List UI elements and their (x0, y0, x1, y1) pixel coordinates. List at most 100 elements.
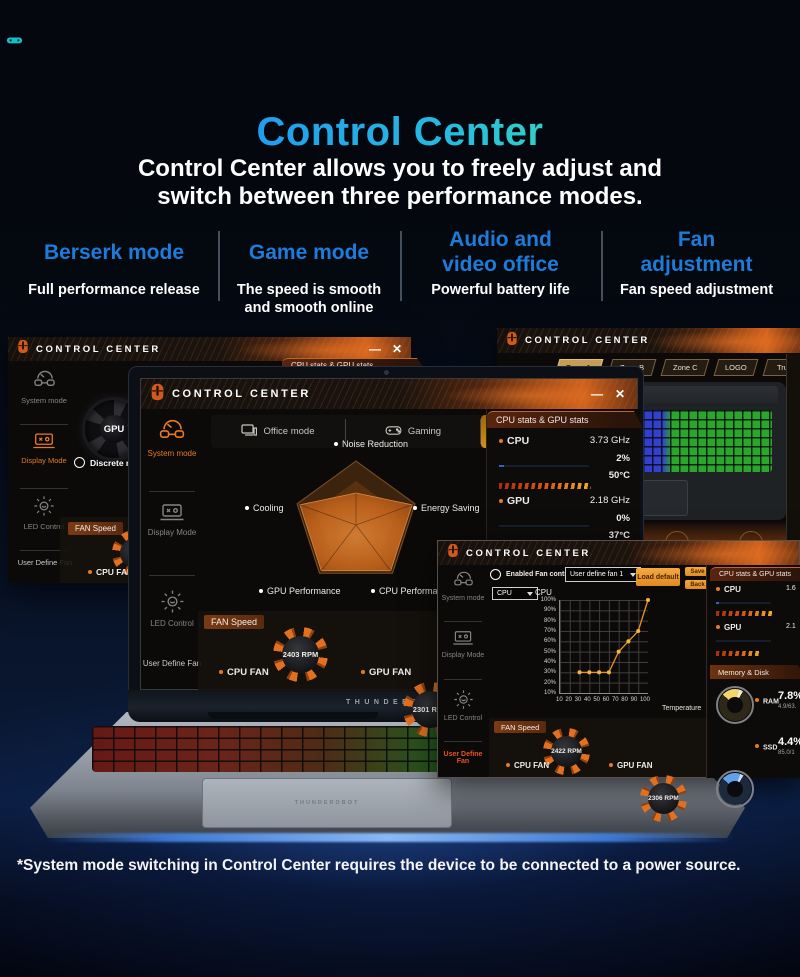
ssd-usage-value: 4.4% (778, 736, 800, 748)
ram-gauge (716, 686, 754, 724)
tick-label: 20% (543, 679, 556, 686)
tab-zone-c[interactable]: Zone C (660, 359, 710, 376)
gpu-fan-label: GPU FAN (361, 667, 411, 678)
sidebar-label: Display Mode (147, 528, 197, 537)
feature-divider-1 (218, 231, 220, 301)
gpu-fan-rpm: 2301 RPM (412, 705, 449, 714)
fan-curve-plot[interactable] (559, 597, 651, 694)
load-default-button[interactable]: Load default (636, 568, 680, 586)
system-mode-icon (157, 419, 187, 446)
sidebar-item-user-define-fan[interactable]: User Define Fan (443, 751, 483, 765)
tick-label: 100 (639, 697, 650, 703)
tick-label: 60% (543, 638, 556, 645)
tab-office-mode[interactable]: Office mode (211, 415, 345, 448)
trackpad-brand: THUNDEROBOT (294, 800, 360, 806)
discrete-mode-option[interactable]: Discrete mode (74, 457, 149, 468)
sidebar-divider (444, 741, 482, 742)
app-title: CONTROL CENTER (36, 343, 161, 355)
ram-label: RAM (755, 698, 779, 706)
tick-label: 70 (611, 697, 619, 703)
gpu-label: GPU (716, 623, 741, 632)
gpu-temperature: 37°C (608, 530, 630, 541)
helmet-logo-icon (447, 543, 459, 563)
cpu-fan-rpm: 2403 RPM (282, 650, 319, 659)
feature-audio-video-office: Audio and video office Powerful battery … (400, 226, 601, 299)
webcam-icon (384, 370, 389, 375)
app-title: CONTROL CENTER (525, 335, 650, 346)
gpu-frequency: 2.18 GHz (589, 495, 630, 506)
feature-desc: Powerful battery life (431, 282, 570, 298)
window-titlebar[interactable]: CONTROL CENTER — ✕ (8, 337, 411, 361)
sidebar-item-system-mode[interactable]: System mode (147, 419, 197, 458)
feature-title-line2: adjustment (640, 253, 753, 276)
sidebar-label: System mode (441, 595, 485, 602)
minimize-button[interactable]: — (369, 342, 381, 356)
tick-label: 40% (543, 658, 556, 665)
close-button[interactable]: ✕ (614, 387, 625, 401)
fan-profile-select[interactable]: User define fan 1 (565, 567, 641, 582)
cpu-temp-bar (499, 483, 591, 489)
save-button[interactable]: Save (685, 567, 710, 576)
sidebar-item-display-mode[interactable]: Display Mode (18, 432, 70, 465)
tick-label: 40 (583, 697, 591, 703)
sidebar-label: Display Mode (21, 456, 67, 465)
system-mode-icon (32, 370, 57, 393)
sidebar-item-display-mode[interactable]: Display Mode (147, 503, 197, 537)
cpu-usage: 2% (616, 453, 630, 464)
performance-radar-chart (296, 460, 416, 574)
sidebar-item-display-mode[interactable]: Display Mode (440, 630, 486, 659)
feature-desc-line1: The speed is smooth (236, 282, 382, 298)
gaming-icon (385, 425, 402, 439)
sidebar-item-system-mode[interactable]: System mode (18, 370, 70, 405)
page-title: Control Center (0, 110, 800, 155)
led-control-icon (453, 689, 474, 712)
gpu-usage: 0% (616, 513, 630, 524)
sidebar-label: LED Control (150, 619, 194, 628)
tab-gaming[interactable]: Gaming (346, 415, 480, 448)
back-button[interactable]: Back (685, 580, 710, 589)
gpu-wheel-label: GPU (103, 423, 125, 435)
sidebar-label: LED Control (443, 715, 483, 722)
tab-separator (344, 419, 346, 444)
system-mode-icon (452, 571, 475, 592)
window-user-define-fan: CONTROL CENTER System mode Display Mode … (437, 540, 800, 822)
discrete-mode-label: Discrete mode (90, 457, 149, 468)
feature-berserk-mode: Berserk mode Full performance release (10, 226, 218, 299)
fan-curve-xlabel: Temperature (662, 705, 702, 712)
window-titlebar[interactable]: CONTROL CENTER (438, 541, 799, 565)
tab-logo[interactable]: LOGO (713, 359, 759, 376)
gpu-fan-rpm: 2306 RPM (648, 795, 679, 802)
radio-enabled-fan-control[interactable] (490, 569, 501, 580)
gpu-frequency: 2.1 (786, 623, 796, 630)
fan-target-select[interactable]: CPU (492, 587, 538, 600)
close-button[interactable]: ✕ (391, 342, 402, 356)
sidebar-item-system-mode[interactable]: System mode (440, 571, 486, 602)
fan-target-label: CPU (535, 588, 552, 597)
stats-panel-header: CPU stats & GPU stats (710, 567, 800, 581)
cpu-frequency: 3.73 GHz (589, 435, 630, 446)
feature-title-line1: Fan (677, 228, 716, 251)
enabled-fan-control-option[interactable]: Enabled Fan control (490, 569, 573, 580)
window-titlebar[interactable]: CONTROL CENTER — ✕ (141, 379, 637, 409)
tick-label: 10 (556, 697, 563, 703)
cpu-fan-label: CPU FAN (88, 567, 133, 577)
minimize-button[interactable]: — (591, 387, 603, 401)
enabled-fan-control-label: Enabled Fan control (506, 571, 574, 578)
ssd-usage-detail: 85.0/1 (778, 750, 795, 756)
sidebar-divider (20, 550, 68, 551)
stats-panel-header: CPU stats & GPU stats (487, 411, 643, 428)
sidebar-item-led-control[interactable]: LED Control (147, 589, 197, 628)
sidebar-item-user-define-fan[interactable]: User Define Fan (142, 659, 202, 668)
memory-disk-header: Memory & Disk (710, 665, 800, 679)
tick-label: 60 (602, 697, 610, 703)
feature-title: Berserk mode (43, 240, 185, 264)
radio-discrete-mode[interactable] (74, 457, 85, 468)
fan-curve-y-ticks: 100%90%80%70%60%50%40%30%20%10% (536, 597, 556, 696)
fan-profile-value: User define fan 1 (570, 571, 624, 578)
sidebar-item-led-control[interactable]: LED Control (18, 495, 70, 531)
sidebar-item-led-control[interactable]: LED Control (440, 689, 486, 722)
window-titlebar[interactable]: CONTROL CENTER (497, 328, 800, 353)
ram-usage-value: 7.8% (778, 690, 800, 702)
sidebar-item-user-define-fan[interactable]: User Define Fan (17, 558, 73, 567)
